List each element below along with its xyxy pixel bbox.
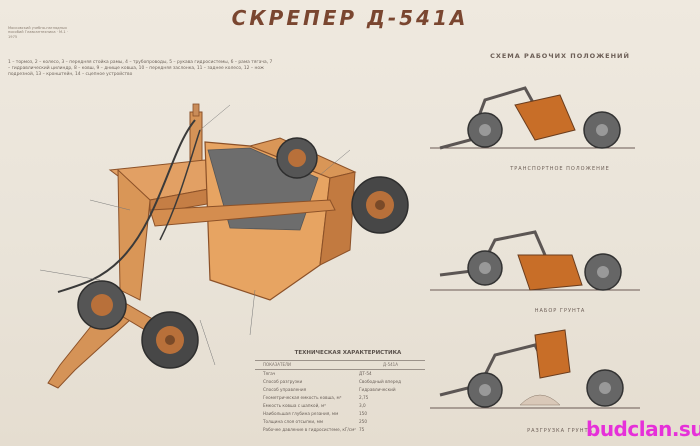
spec-row: Способ управления Гидравлический (255, 386, 425, 394)
spec-name: Толщина слоя отсыпки, мм (263, 419, 324, 424)
spec-value: 75 (359, 427, 365, 432)
position-unloading (430, 329, 640, 409)
spec-header: ПОКАЗАТЕЛИ Д-541А (255, 360, 425, 370)
spec-name: Геометрическая емкость ковша, м³ (263, 395, 342, 400)
spec-value: 150 (359, 411, 367, 416)
spec-name: Рабочее давление в гидросистеме, кГ/см² (263, 427, 356, 432)
watermark: budclan.su (586, 417, 700, 441)
schema-title: СХЕМА РАБОЧИХ ПОЛОЖЕНИЙ (490, 52, 630, 60)
spec-value: 250 (359, 419, 367, 424)
spec-row: Способ разгрузки Свободный вперед (255, 378, 425, 386)
spec-value: 3,0 (359, 403, 366, 408)
parts-legend: 1 – тормоз, 2 – колесо, 3 – передняя сто… (8, 60, 273, 77)
spec-value: ДТ-54 (359, 371, 372, 376)
spec-value: 2,75 (359, 395, 369, 400)
spec-row: Толщина слоя отсыпки, мм 250 (255, 418, 425, 426)
spec-name: Наибольшая глубина резания, мм (263, 411, 339, 416)
position-label-unloading: РАЗГРУЗКА ГРУНТА (527, 428, 593, 434)
position-loading (430, 230, 640, 291)
scraper-main-drawing (39, 103, 409, 389)
spec-name: Способ разгрузки (263, 379, 303, 384)
spec-name: Способ управления (263, 387, 307, 392)
spec-name: Емкость ковша с шапкой, м³ (263, 403, 326, 408)
spec-value: Свободный вперед (359, 379, 402, 384)
spec-row: Наибольшая глубина резания, мм 150 (255, 410, 425, 418)
spec-name: Тягач (263, 371, 276, 376)
poster-title: СКРЕПЕР Д-541А (231, 6, 469, 30)
position-label-transport: ТРАНСПОРТНОЕ ПОЛОЖЕНИЕ (510, 166, 610, 172)
spec-header-right: Д-541А (383, 362, 398, 367)
spec-table: Тягач ДТ-54 Способ разгрузки Свободный впе… (255, 370, 425, 434)
spec-row: Тягач ДТ-54 (255, 370, 425, 378)
position-label-loading: НАБОР ГРУНТА (534, 308, 586, 314)
spec-title: ТЕХНИЧЕСКАЯ ХАРАКТЕРИСТИКА (294, 350, 402, 356)
publisher-imprint: Московский учебно-наглядных пособий Глав… (8, 26, 68, 39)
spec-value: Гидравлический (359, 387, 396, 392)
spec-row: Емкость ковша с шапкой, м³ 3,0 (255, 402, 425, 410)
spec-row: Геометрическая емкость ковша, м³ 2,75 (255, 394, 425, 402)
spec-header-left: ПОКАЗАТЕЛИ (263, 362, 292, 367)
position-transport (430, 86, 635, 150)
